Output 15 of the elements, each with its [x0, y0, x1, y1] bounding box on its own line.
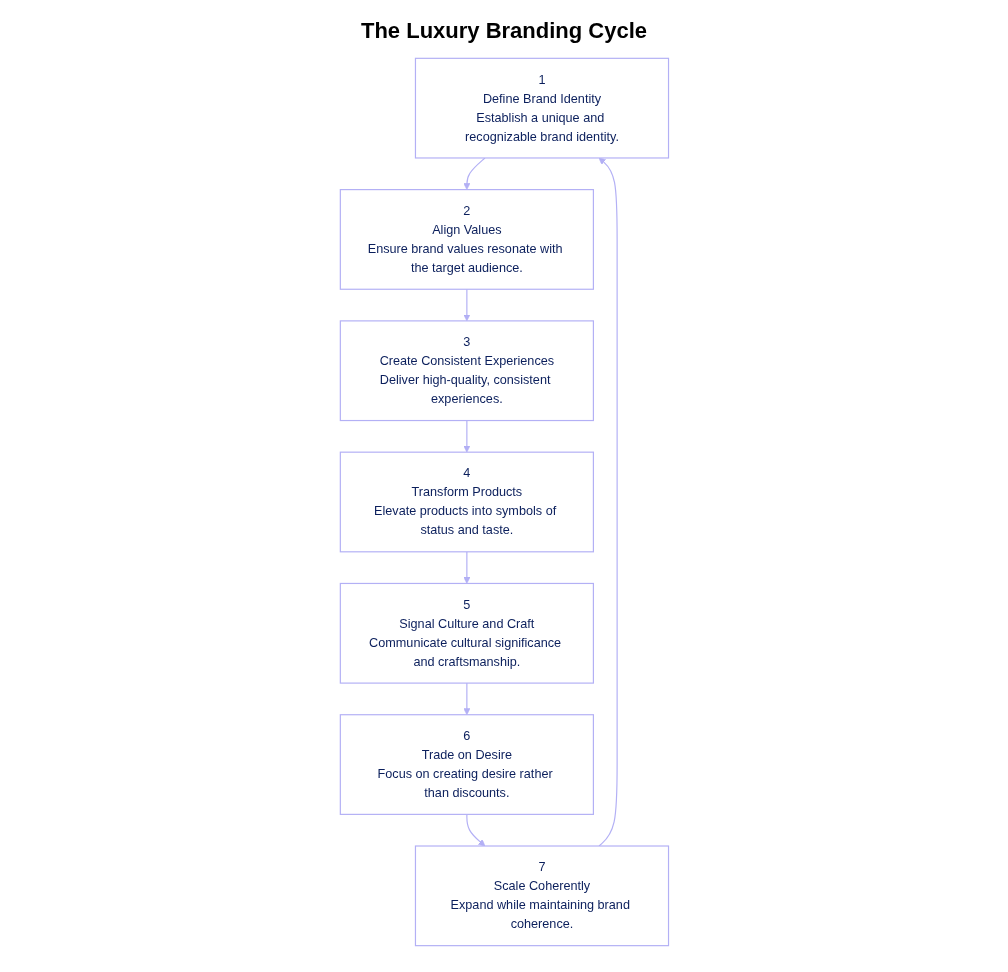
arrow — [465, 813, 485, 847]
arrow — [462, 288, 470, 322]
arrow — [462, 157, 486, 190]
diagram-title: The Luxury Branding Cycle — [359, 18, 649, 44]
node-box: 3 Create Consistent Experiences Deliver high-quality, consistent experiences. — [339, 320, 594, 422]
node-box: 7 Scale Coherently Expand while maintaining brand coherence. — [414, 845, 669, 947]
arrow — [462, 419, 470, 453]
node-box: 5 Signal Culture and Craft Communicate cultural significance and craftsmanship. — [339, 582, 594, 684]
arrow — [598, 157, 618, 847]
arrow — [462, 682, 470, 716]
node-box: 6 Trade on Desire Focus on creating desire rather than discounts. — [339, 714, 594, 815]
node-box: 1 Define Brand Identity Establish a unique and recognizable brand identity. — [414, 57, 669, 159]
arrow — [462, 551, 470, 584]
node-box: 4 Transform Products Elevate products into symbols of status and taste. — [339, 451, 594, 553]
node-box: 2 Align Values Ensure brand values resonate with the target audience. — [339, 189, 594, 290]
